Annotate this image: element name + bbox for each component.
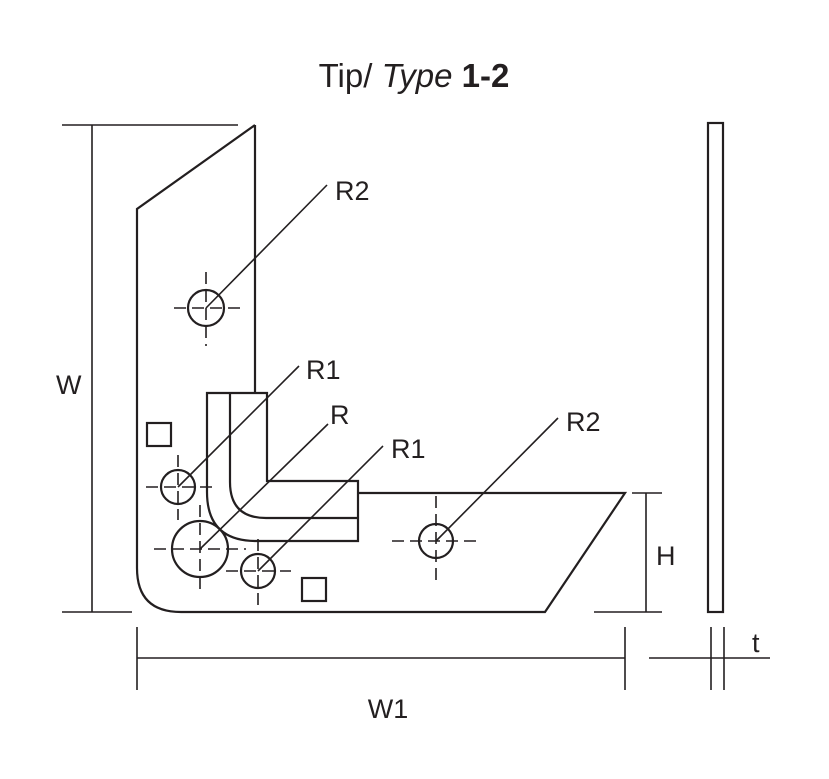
leader-r1-lower — [257, 445, 384, 572]
label-t: t — [752, 628, 760, 658]
label-r1-upper: R1 — [306, 355, 341, 385]
square-cutout-lower — [300, 576, 328, 603]
dimension-w: W — [56, 124, 238, 613]
label-h: H — [656, 541, 676, 571]
hole-r1-bottom — [226, 539, 291, 606]
hole-r2-top — [174, 272, 240, 346]
leader-r1-upper — [177, 365, 300, 488]
square-cutout-upper — [145, 421, 173, 448]
label-r: R — [330, 400, 350, 430]
label-w1: W1 — [368, 694, 409, 724]
leader-r2-right — [435, 417, 559, 542]
leader-r — [199, 423, 329, 550]
label-r1-lower: R1 — [391, 434, 426, 464]
bent-slot-inner — [228, 393, 358, 520]
leader-r2-top — [205, 184, 328, 309]
drawing-title: Tip/ Type 1-2 — [319, 57, 510, 94]
dimension-t: t — [649, 627, 770, 690]
hole-r1-left — [146, 455, 212, 520]
label-r2-top: R2 — [335, 176, 370, 206]
side-view-plate — [706, 121, 725, 614]
bent-slot-outer — [205, 391, 360, 543]
dimension-h: H — [594, 492, 676, 613]
dimension-w1: W1 — [136, 627, 626, 724]
label-r2-right: R2 — [566, 407, 601, 437]
label-w: W — [56, 370, 82, 400]
